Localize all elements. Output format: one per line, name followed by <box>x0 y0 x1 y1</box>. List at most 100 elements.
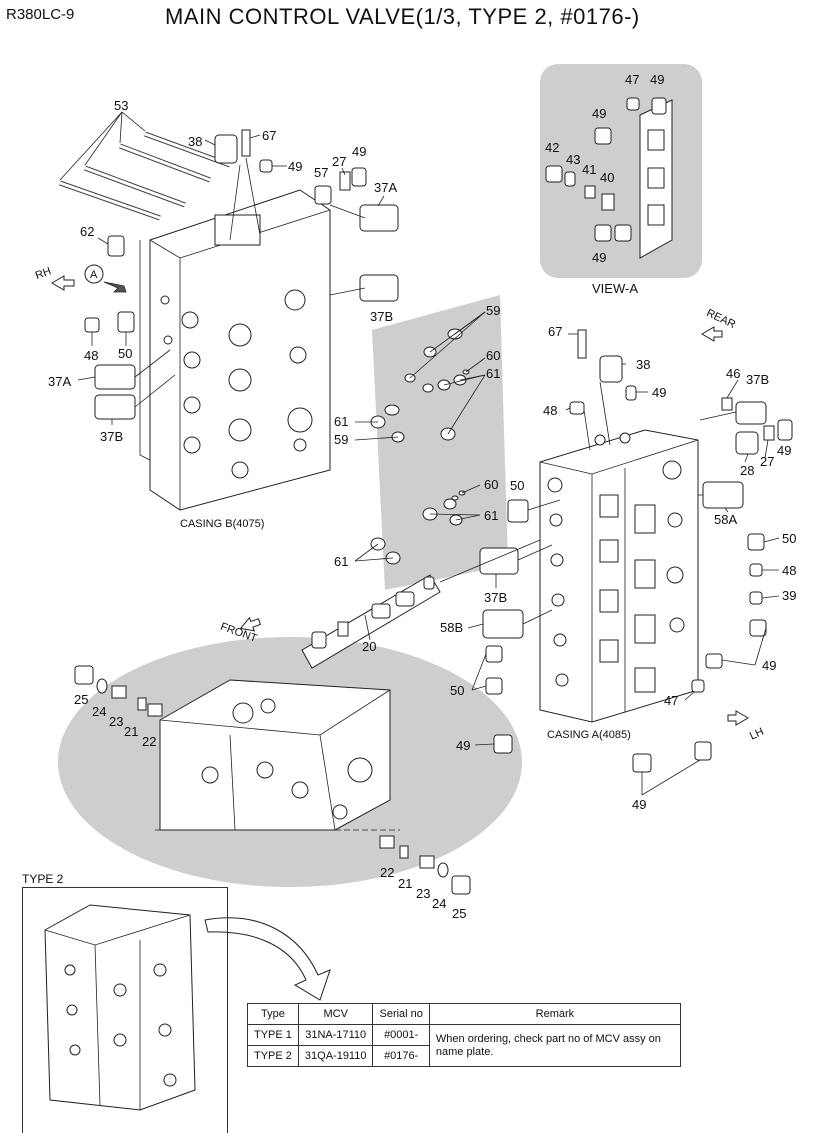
callout-label: 59 <box>334 432 348 447</box>
callout-label: 57 <box>314 165 328 180</box>
callout-label: 67 <box>262 128 276 143</box>
callout-label: 49 <box>762 658 776 673</box>
callout-label: 40 <box>600 170 614 185</box>
spool-assembly <box>301 539 541 669</box>
mcv-cell: 31QA-19110 <box>297 1045 374 1067</box>
callout-label: 38 <box>636 357 650 372</box>
lh-label: LH <box>748 726 766 743</box>
type-cell: TYPE 1 <box>247 1024 299 1046</box>
callout-label: 24 <box>92 704 106 719</box>
callout-label: 43 <box>566 152 580 167</box>
callout-label: 37B <box>484 590 507 605</box>
callout-label: 50 <box>782 531 796 546</box>
callout-label: 39 <box>782 588 796 603</box>
callout-label: 58A <box>714 512 737 527</box>
type-2-frame <box>22 887 228 1133</box>
callout-label: 37B <box>370 309 393 324</box>
callout-label: 24 <box>432 896 446 911</box>
page-title: MAIN CONTROL VALVE(1/3, TYPE 2, #0176-) <box>165 4 640 29</box>
rear-arrow-icon <box>701 326 723 342</box>
callout-label: 61 <box>486 366 500 381</box>
part-callouts: 53 38 67 49 57 27 49 37A 62 37B 48 50 37… <box>48 72 796 921</box>
column-header-remark: Remark <box>428 1003 681 1025</box>
callout-label: 23 <box>109 714 123 729</box>
view-marker-label: A <box>90 269 98 281</box>
callout-label: 46 <box>726 366 740 381</box>
callout-label: 49 <box>652 385 666 400</box>
callout-label: 20 <box>362 639 376 654</box>
callout-label: 22 <box>380 865 394 880</box>
callout-label: 49 <box>288 159 302 174</box>
table-row: TYPE 1 31NA-17110 #0001- When ordering, … <box>247 1024 681 1067</box>
lh-arrow-icon <box>727 710 749 726</box>
mcv-type-table: Type MCV Serial no Remark TYPE 1 31NA-17… <box>247 1003 681 1067</box>
callout-label: 49 <box>592 250 606 265</box>
callout-label: 27 <box>760 454 774 469</box>
view-a-marker <box>84 264 104 284</box>
view-a-parts <box>545 97 673 259</box>
callout-label: 37B <box>746 372 769 387</box>
table-row: TYPE 2 31QA-19110 #0176- <box>247 1045 681 1067</box>
table-header-row: Type MCV Serial no Remark <box>247 1003 681 1025</box>
callout-label: 61 <box>334 414 348 429</box>
casing-a-block <box>539 429 699 723</box>
remark-cell: When ordering, check part no of MCV assy… <box>428 1024 681 1067</box>
casing-b-block <box>139 189 331 511</box>
type-2-thumbnail <box>44 904 331 1111</box>
serial-cell: #0176- <box>372 1045 430 1067</box>
callout-label: 58B <box>440 620 463 635</box>
leader-lines <box>77 134 780 796</box>
view-a-arrow-icon <box>103 281 127 293</box>
callout-label: 28 <box>740 463 754 478</box>
mcv-cell: 31NA-17110 <box>297 1024 374 1046</box>
direction-arrows <box>51 264 749 726</box>
callout-arrow <box>204 917 331 1001</box>
callout-label: 42 <box>545 140 559 155</box>
callout-label: 49 <box>352 144 366 159</box>
callout-label: 23 <box>416 886 430 901</box>
callout-label: 53 <box>114 98 128 113</box>
section-detail <box>74 665 471 895</box>
callout-label: 48 <box>84 348 98 363</box>
callout-label: 50 <box>450 683 464 698</box>
serial-cell: #0001- <box>372 1024 430 1046</box>
callout-label: 67 <box>548 324 562 339</box>
callout-label: 41 <box>582 162 596 177</box>
callout-label: 49 <box>650 72 664 87</box>
callout-label: 49 <box>632 797 646 812</box>
callout-label: 37B <box>100 429 123 444</box>
column-header-type: Type <box>247 1003 299 1025</box>
callout-label: 49 <box>592 106 606 121</box>
casing-a-parts <box>479 329 793 773</box>
callout-label: 22 <box>142 734 156 749</box>
model-number: R380LC-9 <box>6 6 75 23</box>
rh-arrow-icon <box>51 275 75 291</box>
callout-label: 49 <box>456 738 470 753</box>
callout-label: 48 <box>543 403 557 418</box>
callout-label: 37A <box>48 374 71 389</box>
type-cell: TYPE 2 <box>247 1045 299 1067</box>
callout-label: 50 <box>510 478 524 493</box>
callout-label: 27 <box>332 154 346 169</box>
rear-label: REAR <box>704 307 737 331</box>
view-a-panel <box>540 64 702 278</box>
view-a-caption: VIEW-A <box>592 281 638 296</box>
callout-label: 60 <box>484 477 498 492</box>
callout-label: 61 <box>484 508 498 523</box>
callout-label: 25 <box>74 692 88 707</box>
callout-label: 60 <box>486 348 500 363</box>
callout-label: 37A <box>374 180 397 195</box>
column-header-serial: Serial no <box>372 1003 430 1025</box>
casing-a-caption: CASING A(4085) <box>547 729 631 741</box>
callout-label: 21 <box>398 876 412 891</box>
column-header-mcv: MCV <box>297 1003 374 1025</box>
seal-kit-panel <box>372 295 508 590</box>
callout-label: 21 <box>124 724 138 739</box>
callout-label: 61 <box>334 554 348 569</box>
rh-label: RH <box>34 265 53 282</box>
callout-label: 48 <box>782 563 796 578</box>
callout-label: 59 <box>486 303 500 318</box>
callout-label: 25 <box>452 906 466 921</box>
callout-label: 49 <box>777 443 791 458</box>
